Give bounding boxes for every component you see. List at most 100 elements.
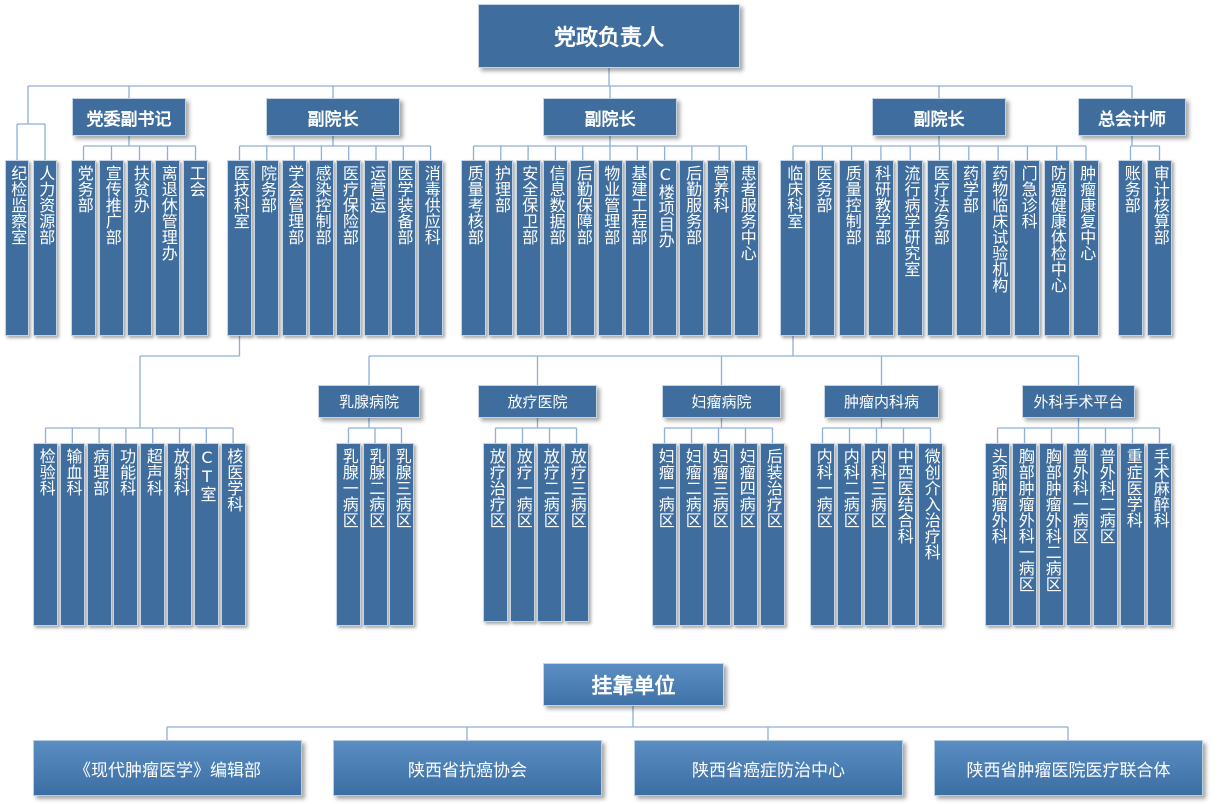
clinical-center-box: 放疗医院 <box>478 385 597 418</box>
department-label: 人力资源部 <box>36 165 56 245</box>
department-label: 学会管理部 <box>285 165 305 245</box>
department-label: 中西医结合科 <box>894 448 914 544</box>
department-label: 后勤保障部 <box>573 165 593 245</box>
department-label: 后勤服务部 <box>683 165 703 245</box>
ward-column: 后装治疗区 <box>760 443 785 626</box>
medical-tech-column: 功能科 <box>113 443 139 626</box>
ward-column: 内科二病区 <box>837 443 862 626</box>
department-column: 临床科室 <box>780 160 806 336</box>
department-column: 基建工程部 <box>624 160 650 336</box>
department-label: 运营运 <box>367 165 387 213</box>
affiliated-unit-box: 《现代肿瘤医学》编辑部 <box>33 740 302 796</box>
ward-column: 乳腺二病区 <box>362 443 388 626</box>
department-label: 妇瘤三病区 <box>709 448 729 528</box>
ward-column: 放疗三病区 <box>564 443 589 622</box>
department-column: 患者服务中心 <box>734 160 759 336</box>
department-column: 审计核算部 <box>1147 160 1172 336</box>
department-column: 医务部 <box>809 160 836 336</box>
department-label: 患者服务中心 <box>737 165 757 261</box>
department-column: 账务部 <box>1118 160 1143 336</box>
department-label: 医学装备部 <box>394 165 414 245</box>
leader-box: 副院长 <box>872 98 1006 136</box>
department-column: 门急诊科 <box>1014 160 1041 336</box>
ward-column: 乳腺一病区 <box>336 443 361 626</box>
leader-box: 党委副书记 <box>72 98 186 136</box>
clinical-center-box: 乳腺病院 <box>318 385 420 418</box>
department-label: 内科三病区 <box>867 448 887 528</box>
ward-column: 放疗治疗区 <box>483 443 508 622</box>
department-label: 头颈肿瘤外科 <box>988 448 1008 544</box>
ward-column: 头颈肿瘤外科 <box>985 443 1010 626</box>
department-label: 放疗治疗区 <box>486 448 506 528</box>
department-label: C楼项目办 <box>655 165 675 248</box>
ward-column: 微创介入治疗科 <box>918 443 943 626</box>
department-column: 营养科 <box>706 160 732 336</box>
department-column: 医疗法务部 <box>926 160 953 336</box>
department-column: 防癌健康体检中心 <box>1043 160 1070 336</box>
department-label: 普外科一病区 <box>1069 448 1089 544</box>
department-label: 防癌健康体检中心 <box>1047 165 1067 293</box>
ward-column: 胸部肿瘤外科二病区 <box>1039 443 1064 626</box>
department-column: 党务部 <box>71 160 96 336</box>
ward-column: 普外科一病区 <box>1066 443 1091 626</box>
medical-tech-column: 超声科 <box>140 443 166 626</box>
department-column: 药物临床试验机构 <box>985 160 1012 336</box>
medical-tech-column: 输血科 <box>59 443 85 626</box>
department-column: 护理部 <box>488 160 514 336</box>
department-label: 放疗二病区 <box>540 448 560 528</box>
ward-column: 妇瘤三病区 <box>706 443 731 626</box>
department-label: 物业管理部 <box>601 165 621 245</box>
department-column: 安全保卫部 <box>515 160 541 336</box>
department-label: 乳腺一病区 <box>339 448 359 528</box>
department-label: 乳腺二病区 <box>366 448 386 528</box>
leader-box: 总会计师 <box>1078 98 1186 136</box>
medical-tech-column: 核医学科 <box>220 443 246 626</box>
department-label: 药物临床试验机构 <box>989 165 1009 293</box>
department-label: 胸部肿瘤外科二病区 <box>1042 448 1062 592</box>
department-column: 学会管理部 <box>281 160 307 336</box>
ward-column: 放疗二病区 <box>537 443 562 622</box>
department-label: 质量控制部 <box>842 165 862 245</box>
medical-tech-column: 病理部 <box>86 443 112 626</box>
medical-tech-column: CT室 <box>193 443 219 626</box>
department-label: 医疗法务部 <box>930 165 950 245</box>
department-label: 超声科 <box>143 448 163 496</box>
department-label: 胸部肿瘤外科一病区 <box>1015 448 1035 592</box>
affiliated-unit-box: 陕西省癌症防治中心 <box>634 740 903 796</box>
department-column: 物业管理部 <box>597 160 623 336</box>
department-column: 纪检监察室 <box>5 160 29 336</box>
top-leader-box: 党政负责人 <box>478 4 740 68</box>
department-label: 营养科 <box>710 165 730 213</box>
department-column: 离退休管理办 <box>155 160 180 336</box>
clinical-center-box: 外科手术平台 <box>1022 385 1135 418</box>
department-label: 感染控制部 <box>312 165 332 245</box>
department-label: 乳腺三病区 <box>392 448 412 528</box>
ward-column: 妇瘤一病区 <box>652 443 677 626</box>
department-column: 质量考核部 <box>461 160 486 336</box>
department-label: 后装治疗区 <box>763 448 783 528</box>
department-column: 流行病学研究室 <box>897 160 924 336</box>
department-label: 核医学科 <box>224 448 244 512</box>
department-column: 医学装备部 <box>390 160 416 336</box>
department-column: 质量控制部 <box>838 160 865 336</box>
department-column: 信息数据部 <box>542 160 568 336</box>
ward-column: 内科三病区 <box>864 443 889 626</box>
department-column: 科研教学部 <box>867 160 894 336</box>
department-column: 扶贫办 <box>127 160 152 336</box>
ward-column: 重症医学科 <box>1120 443 1145 626</box>
department-label: 放射科 <box>170 448 190 496</box>
department-label: 工会 <box>186 165 206 197</box>
department-column: 后勤保障部 <box>570 160 596 336</box>
department-label: 内科二病区 <box>840 448 860 528</box>
department-label: 基建工程部 <box>628 165 648 245</box>
ward-column: 内科一病区 <box>810 443 835 626</box>
ward-column: 中西医结合科 <box>891 443 916 626</box>
department-column: 后勤服务部 <box>679 160 705 336</box>
department-label: 手术麻醉科 <box>1150 448 1170 528</box>
department-label: 普外科二病区 <box>1096 448 1116 544</box>
department-label: 门急诊科 <box>1018 165 1038 229</box>
department-label: 肿瘤康复中心 <box>1077 165 1097 261</box>
department-label: 审计核算部 <box>1150 165 1170 245</box>
department-label: 药学部 <box>960 165 979 213</box>
